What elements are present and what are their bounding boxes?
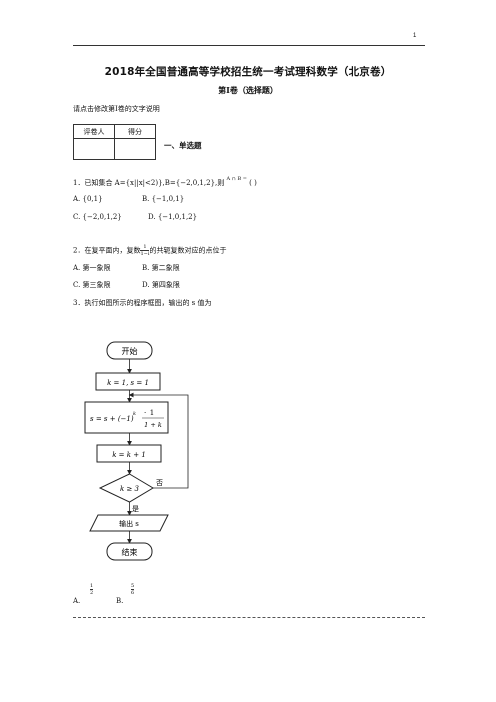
q3-option-a-fraction: 1 2 (90, 583, 94, 596)
flow-init-box (95, 372, 161, 391)
flow-formula-num: 1 (150, 409, 154, 417)
q2-stem-post: 的共轭复数对应的点位于 (149, 246, 227, 255)
q3-option-b[interactable]: B. (116, 597, 124, 605)
page-number: 1 (413, 33, 417, 39)
section-heading: 一、单选题 (164, 141, 202, 150)
score-table-cell-grader[interactable] (73, 138, 115, 160)
q2-option-b[interactable]: B. 第二象限 (142, 264, 180, 272)
flow-increment-label: k = k + 1 (112, 451, 146, 459)
q3-option-b-fraction: 5 6 (131, 583, 135, 596)
footer-rule (73, 617, 425, 618)
header-rule (73, 45, 425, 46)
flow-init-label: k = 1, s = 1 (107, 379, 149, 387)
score-table-col-score: 得分 (114, 124, 156, 139)
q2-option-d[interactable]: D. 第四象限 (142, 281, 180, 289)
q3-option-b-den: 6 (131, 590, 135, 596)
q1-option-b[interactable]: B. {−1,0,1} (142, 195, 185, 203)
flow-end-box (106, 542, 153, 561)
q1-stem: 1．已知集合 A={x||x|<2)},B={−2,0,1,2},则 A ∩ B… (73, 176, 257, 188)
q3-option-a-den: 2 (90, 590, 94, 596)
flow-yes-label: 是 (132, 505, 139, 513)
flow-formula-lhs: s = s + (−1) (90, 415, 134, 423)
q2-frac-den: 1−i (140, 251, 150, 257)
flow-formula-box (84, 401, 169, 434)
flow-end-label: 结束 (122, 547, 138, 557)
q1-stem-text: 1．已知集合 A={x||x|<2)},B={−2,0,1,2},则 (73, 179, 225, 187)
q2-stem-pre: 2．在复平面内，复数 (73, 246, 141, 255)
q1-paren: ( ) (249, 179, 257, 187)
flow-start-label: 开始 (122, 346, 138, 356)
q3-option-a-num: 1 (90, 583, 94, 590)
q1-option-c[interactable]: C. {−2,0,1,2} (73, 213, 122, 221)
score-table-cell-score[interactable] (114, 138, 156, 160)
flow-output-parallelogram (89, 514, 169, 532)
instruction-text: 请点击修改第I卷的文字说明 (73, 105, 160, 113)
q2-option-c[interactable]: C. 第三象限 (73, 281, 111, 289)
q2-frac-num: 1 (140, 244, 150, 251)
part-subtitle: 第I卷（选择题） (218, 85, 278, 95)
flow-condition-label: k ≥ 3 (120, 485, 140, 493)
q2-option-a[interactable]: A. 第一象限 (73, 264, 111, 272)
flow-increment-box (96, 444, 162, 463)
score-table-col-grader: 评卷人 (73, 124, 115, 139)
q1-option-a[interactable]: A. {0,1} (73, 195, 103, 203)
q3-stem: 3．执行如图所示的程序框图，输出的 s 值为 (73, 299, 212, 307)
q1-option-d[interactable]: D. {−1,0,1,2} (148, 213, 198, 221)
flow-formula-den: 1 + k (144, 421, 162, 429)
q1-expression: A ∩ B = (226, 176, 247, 182)
flow-formula-mult: · (144, 409, 146, 417)
q3-option-b-num: 5 (131, 583, 135, 590)
flow-formula-exp: k (133, 411, 136, 417)
flow-output-label: 输出 s (119, 519, 139, 528)
program-flowchart: 开始 k = 1, s = 1 s = s + (−1) k · 1 1 + k… (84, 341, 189, 561)
flow-loop-back-arrow (128, 392, 189, 489)
q3-option-a[interactable]: A. (73, 597, 81, 605)
flow-no-label: 否 (156, 479, 163, 487)
score-table: 评卷人 得分 (73, 124, 156, 160)
page-title: 2018年全国普通高等学校招生统一考试理科数学（北京卷） (104, 66, 392, 78)
